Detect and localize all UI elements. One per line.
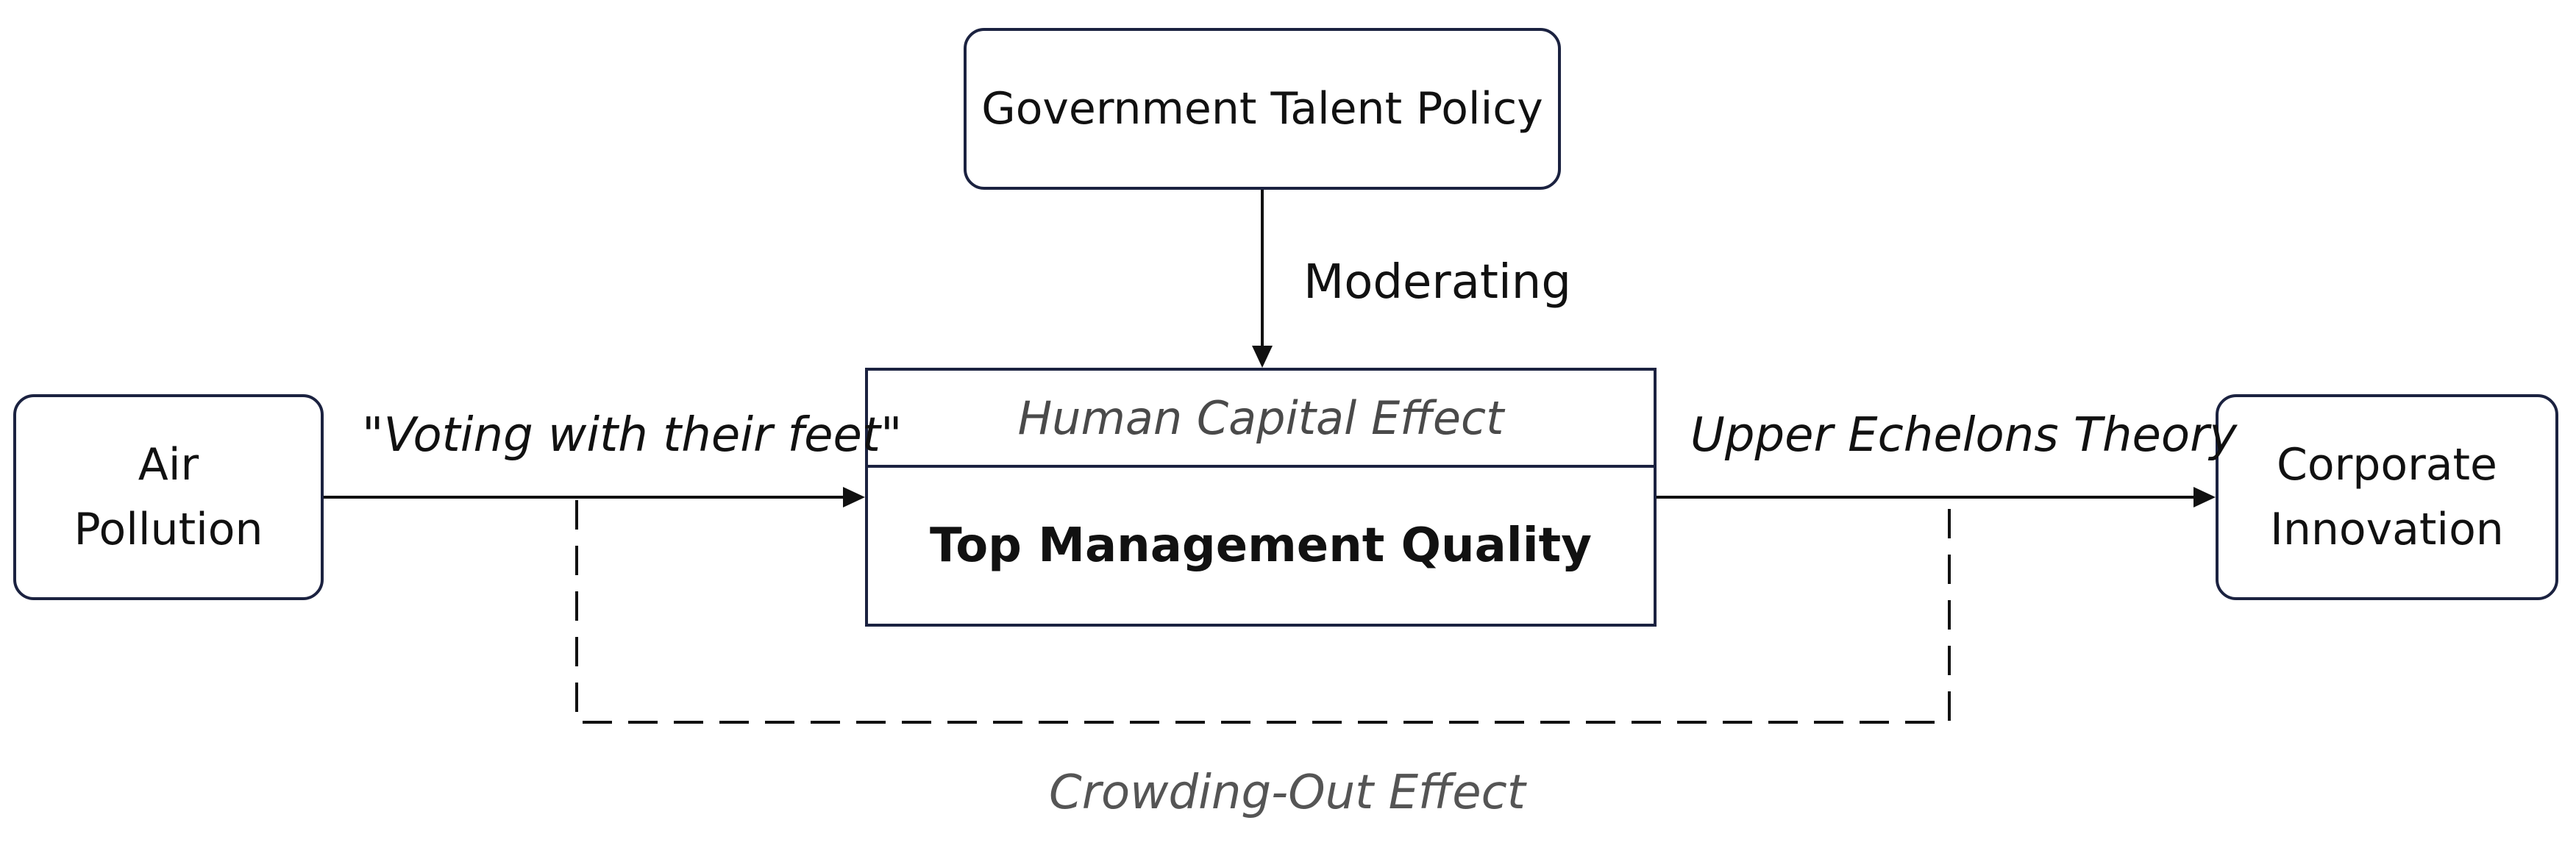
air-pollution-label: Air Pollution [74,432,263,562]
corporate-innovation-label: Corporate Innovation [2270,432,2504,562]
voting-arrowhead [843,487,865,507]
upper-echelons-arrowhead [2193,487,2216,507]
top-management-quality-node: Human Capital Effect Top Management Qual… [865,368,1657,627]
government-talent-policy-node: Government Talent Policy [964,28,1561,190]
crowding-out-effect-label: Crowding-Out Effect [1049,766,1526,820]
human-capital-effect-header: Human Capital Effect [868,371,1654,468]
air-pollution-node: Air Pollution [13,394,324,600]
upper-echelons-theory-label: Upper Echelons Theory [1690,408,2238,463]
moderating-label: Moderating [1303,255,1571,310]
corporate-innovation-node: Corporate Innovation [2216,394,2558,600]
air-pollution-line1: Air [138,439,199,491]
government-talent-policy-label: Government Talent Policy [981,83,1543,135]
crowding-out-dashed-path [575,500,1951,724]
corporate-innovation-line2: Innovation [2270,504,2504,555]
voting-with-feet-label: "Voting with their feet" [362,408,903,463]
corporate-innovation-line1: Corporate [2277,439,2497,491]
top-management-quality-title: Top Management Quality [930,519,1592,573]
air-pollution-line2: Pollution [74,504,263,555]
moderating-arrowhead [1252,346,1273,368]
